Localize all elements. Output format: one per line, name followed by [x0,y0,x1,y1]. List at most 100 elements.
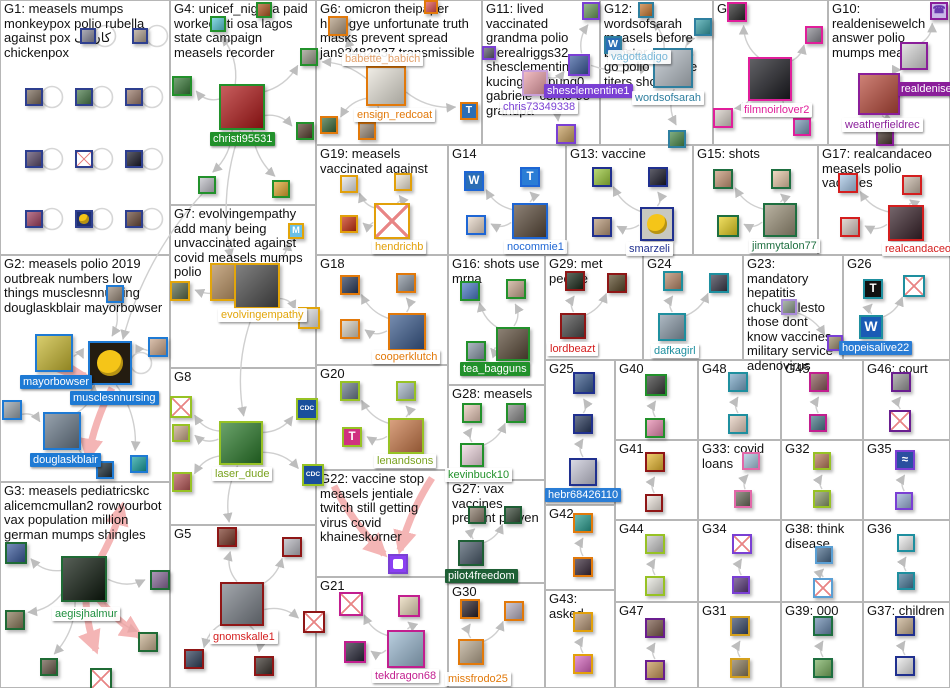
node-g3-4[interactable] [138,632,158,652]
user-label-tea_bagguns[interactable]: tea_bagguns [460,362,530,377]
node-g2-5[interactable] [2,400,22,420]
node-g27-2[interactable] [504,506,522,524]
node-g8-4[interactable] [172,472,192,492]
node-g25-0[interactable] [573,372,595,394]
node-g10-3[interactable] [876,128,894,146]
node-g10-2[interactable]: ☎ [930,2,948,20]
node-g24-2[interactable] [709,273,729,293]
node-g43-0[interactable] [573,612,593,632]
node-chris73349338[interactable] [522,70,548,96]
node-jimmytalon77[interactable] [763,203,797,237]
node-g40-1[interactable] [645,418,665,438]
node-g37-1[interactable] [895,656,915,676]
node-g25-1[interactable] [573,414,593,434]
user-label-hebr68426110[interactable]: hebr68426110 [545,488,622,503]
user-label-dafkagirl[interactable]: dafkagirl [651,344,699,359]
node-g20-2[interactable] [396,381,416,401]
node-g36-1[interactable] [897,572,915,590]
node-g18-2[interactable] [396,273,416,293]
node-g9-2[interactable] [805,26,823,44]
node-tekdragon68[interactable] [387,630,425,668]
node-g2-4[interactable] [148,337,168,357]
node-g18-1[interactable] [340,275,360,295]
node-g15-1[interactable] [713,169,733,189]
node-g29-1[interactable] [565,271,585,291]
node-pilot4freedom[interactable] [458,540,484,566]
node-musclesnnursing[interactable] [88,341,132,385]
node-g30-2[interactable] [504,601,524,621]
suspended-x-icon[interactable] [90,668,112,688]
user-label-shesclementine1[interactable]: shesclementine1 [544,84,633,99]
node-g46-0[interactable] [891,372,911,392]
node-g15-2[interactable] [771,169,791,189]
user-label-christi95531[interactable]: christi95531 [210,132,276,147]
node-lordbeazt[interactable] [560,313,586,339]
node-g1-2[interactable] [25,88,43,106]
node-g42-1[interactable] [573,557,593,577]
user-label-weatherfieldrec[interactable]: weatherfieldrec [842,118,923,133]
node-g3-1[interactable] [5,542,27,564]
node-g2-3[interactable] [106,285,124,303]
node-g17-2[interactable] [902,175,922,195]
node-g44-0[interactable] [645,534,665,554]
node-hebr68426110[interactable] [569,458,597,486]
node-g26-2[interactable]: W [859,315,883,339]
node-g4-2[interactable] [300,48,318,66]
node-g6-1[interactable] [328,16,348,36]
user-label-wordsofsarah[interactable]: wordsofsarah [632,91,705,106]
node-g1-3[interactable] [75,88,93,106]
user-label-nocommie1[interactable]: nocommie1 [504,240,567,255]
suspended-x-icon[interactable] [374,203,410,239]
node-tea_bagguns[interactable] [496,327,530,361]
node-filmnoirlover2[interactable] [748,57,792,101]
node-g8-5[interactable] [172,424,190,442]
node-g47-1[interactable] [645,660,665,680]
node-g31-1[interactable] [730,658,750,678]
node-g4-7[interactable] [272,180,290,198]
suspended-x-icon[interactable] [813,578,833,598]
user-label-filmnoirlover2[interactable]: filmnoirlover2 [741,103,813,118]
node-dafkagirl[interactable] [658,313,686,341]
node-g16-1[interactable] [460,281,480,301]
user-label-smarzeli[interactable]: smarzeli [626,242,673,257]
node-g42-0[interactable] [573,513,593,533]
node-g33-1[interactable] [734,490,752,508]
user-label-vagottadigo[interactable]: vagottadigo [608,50,671,65]
node-g28-1[interactable] [462,403,482,423]
node-g47-0[interactable] [645,618,665,638]
node-gnomskalle1[interactable] [220,582,264,626]
node-g4-3[interactable] [296,122,314,140]
node-g5-2[interactable] [282,537,302,557]
node-g1-10[interactable] [125,210,143,228]
user-label-hendrichb[interactable]: hendrichb [372,240,427,255]
node-g24-1[interactable] [663,271,683,291]
node-g3-3[interactable] [5,610,25,630]
node-kevinbuck10[interactable] [460,443,484,467]
node-g8-2[interactable]: CDC [296,398,318,420]
user-label-realcandaceo[interactable]: realcandaceo [882,242,950,257]
node-g2-6[interactable] [96,461,114,479]
node-g43-1[interactable] [573,654,593,674]
node-g5-4[interactable] [184,649,204,669]
node-g32-0[interactable] [813,452,831,470]
node-g12-4[interactable] [694,18,712,36]
node-g17-1[interactable] [838,173,858,193]
node-g14-3[interactable] [466,215,486,235]
node-g21-2[interactable] [398,595,420,617]
node-g48-0[interactable] [728,372,748,392]
node-g18-3[interactable] [340,319,360,339]
node-christi95531[interactable] [219,84,265,130]
node-g4-5[interactable] [256,2,272,18]
node-g1-9[interactable] [75,210,93,228]
node-g11-4[interactable] [556,124,576,144]
node-g28-2[interactable] [506,403,526,423]
node-g41-1[interactable] [645,494,663,512]
node-nocommie1[interactable] [512,203,548,239]
user-label-babette_babich[interactable]: babette_babich [342,52,424,67]
user-label-aegisjhalmur[interactable]: aegisjhalmur [52,607,121,622]
node-g19-1[interactable] [340,175,358,193]
suspended-x-icon[interactable] [339,592,363,616]
suspended-x-icon[interactable] [903,275,925,297]
node-mayorbowser[interactable] [35,334,73,372]
suspended-x-icon[interactable] [303,611,325,633]
